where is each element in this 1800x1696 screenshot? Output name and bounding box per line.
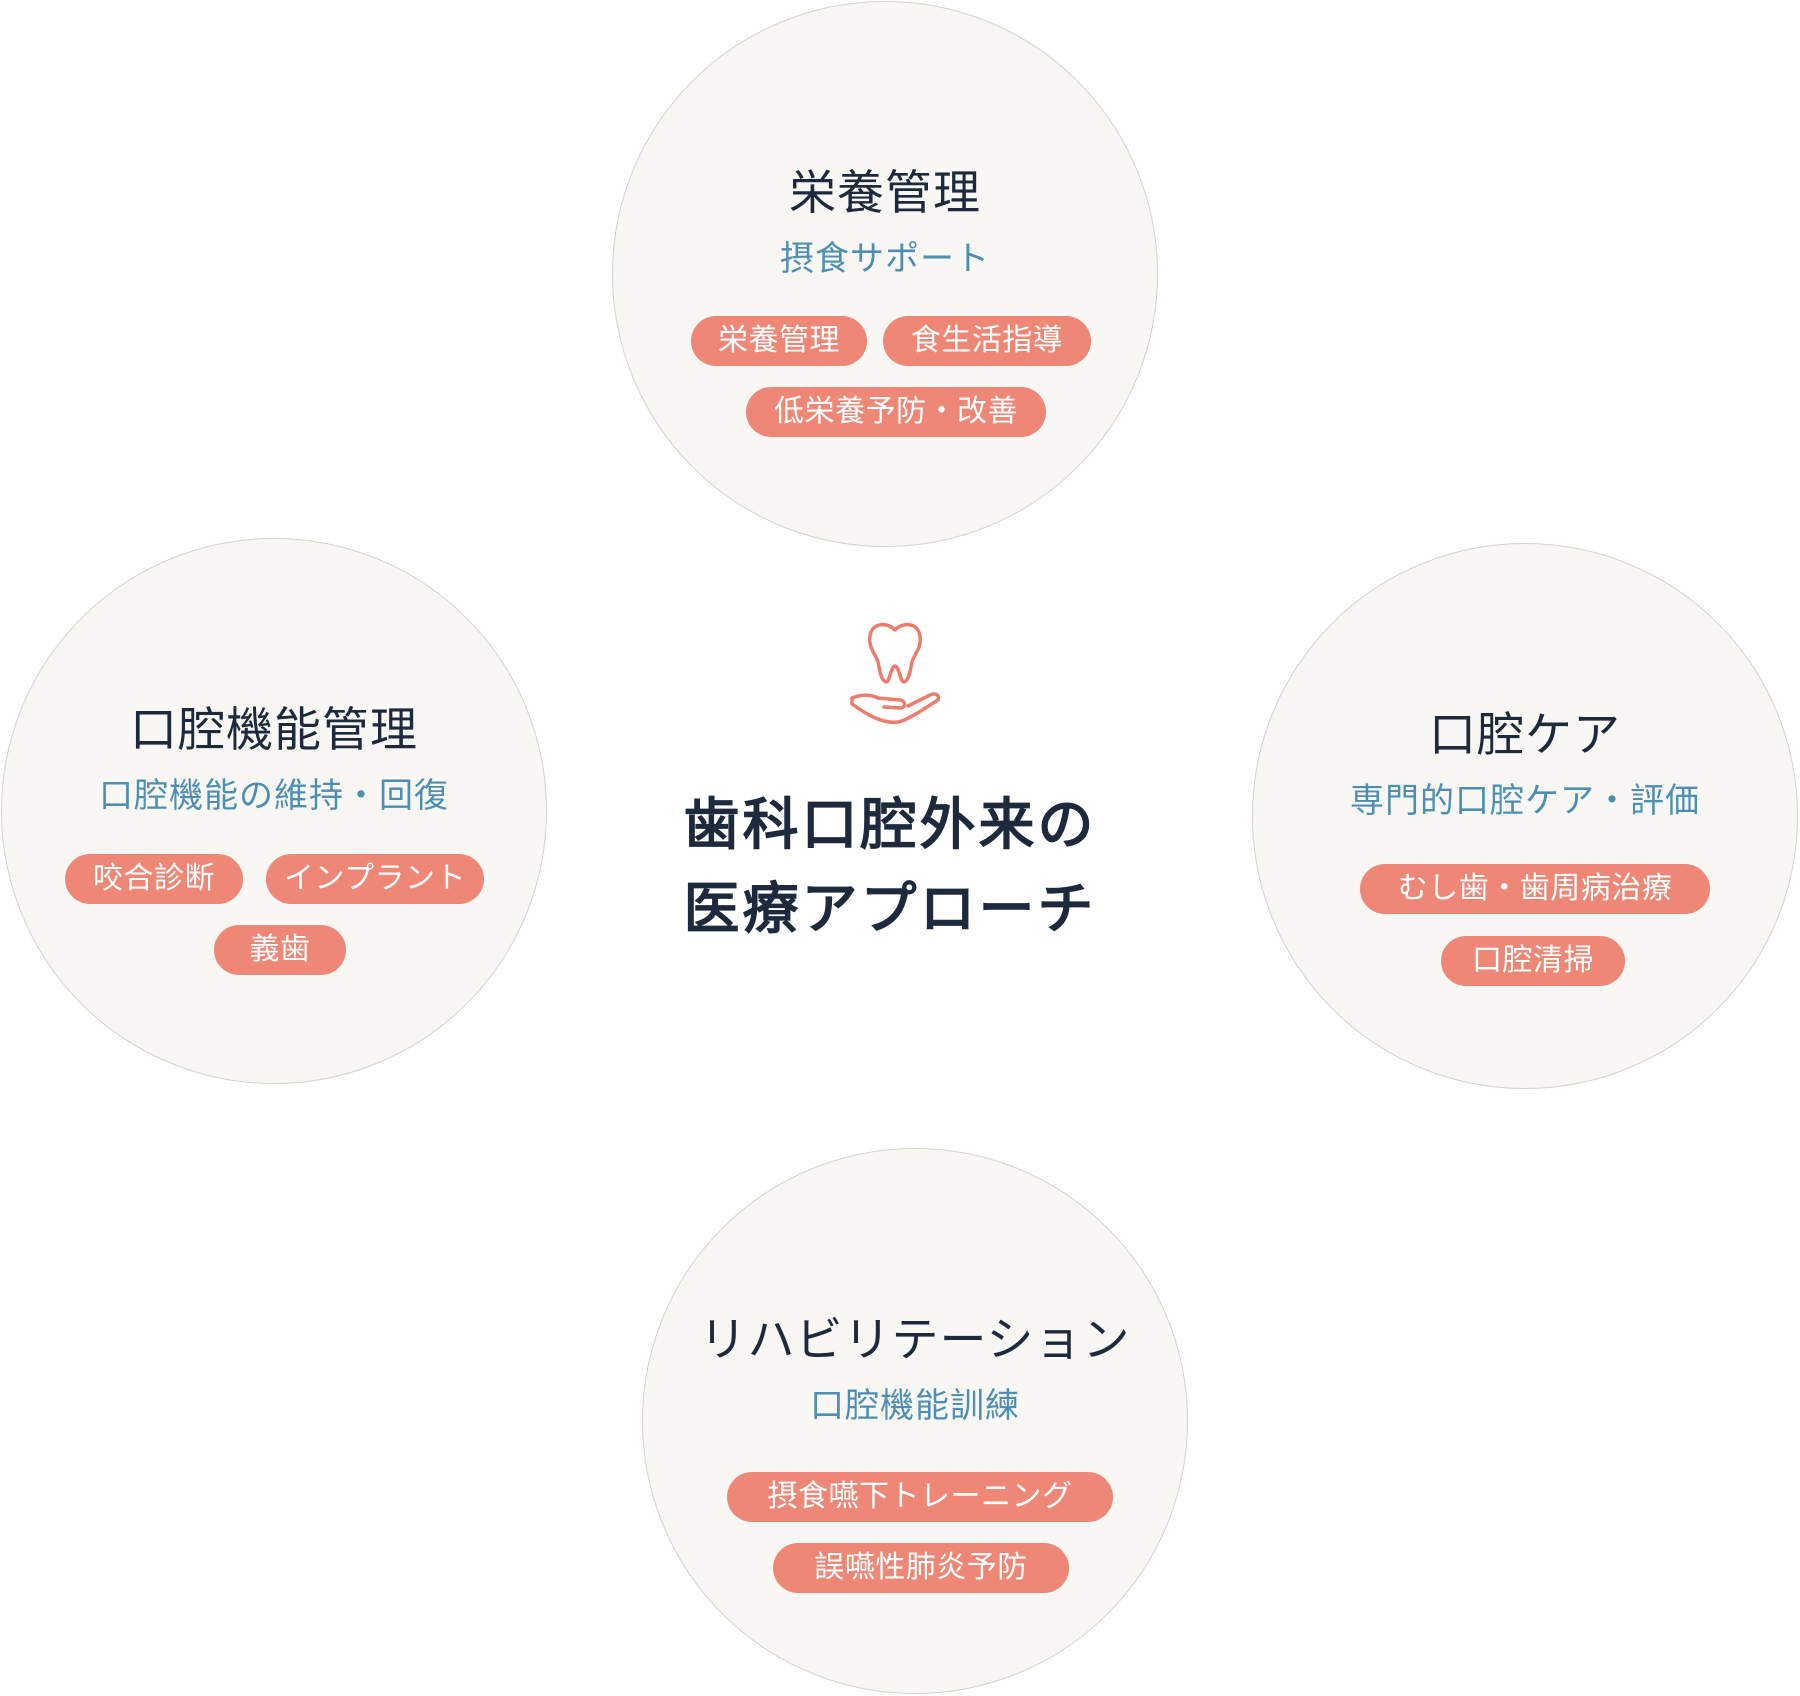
tag: 摂食嚥下トレーニング [727, 1472, 1113, 1522]
center-title-line1: 歯科口腔外来の [683, 793, 1097, 858]
tag: 義歯 [214, 925, 346, 975]
node-title: リハビリテーション [699, 1313, 1131, 1368]
node-title: 栄養管理 [789, 166, 981, 221]
node-subtitle: 摂食サポート [780, 239, 990, 279]
node-rehabilitation: リハビリテーション 口腔機能訓練 摂食嚥下トレーニング 誤嚥性肺炎予防 [642, 1148, 1188, 1694]
tag: 口腔清掃 [1441, 936, 1625, 986]
node-title: 口腔機能管理 [130, 703, 418, 758]
tag: 食生活指導 [883, 316, 1091, 366]
node-oral-function: 口腔機能管理 口腔機能の維持・回復 咬合診断 インプラント 義歯 [1, 538, 547, 1084]
node-title: 口腔ケア [1429, 708, 1621, 763]
node-subtitle: 口腔機能訓練 [810, 1386, 1020, 1426]
node-oral-care: 口腔ケア 専門的口腔ケア・評価 むし歯・歯周病治療 口腔清掃 [1252, 543, 1798, 1089]
tag: インプラント [266, 854, 484, 904]
node-nutrition: 栄養管理 摂食サポート 栄養管理 食生活指導 低栄養予防・改善 [612, 1, 1158, 547]
tooth-in-hand-icon [850, 622, 941, 724]
tag: 誤嚥性肺炎予防 [773, 1543, 1069, 1593]
tag: 栄養管理 [691, 316, 867, 366]
center-title-line2: 医療アプローチ [683, 877, 1097, 942]
center-title: 歯科口腔外来の 医療アプローチ [600, 784, 1180, 952]
tag: むし歯・歯周病治療 [1360, 864, 1710, 914]
tag: 咬合診断 [65, 854, 243, 904]
node-subtitle: 口腔機能の維持・回復 [99, 776, 449, 816]
node-subtitle: 専門的口腔ケア・評価 [1350, 781, 1700, 821]
tag: 低栄養予防・改善 [746, 387, 1046, 437]
